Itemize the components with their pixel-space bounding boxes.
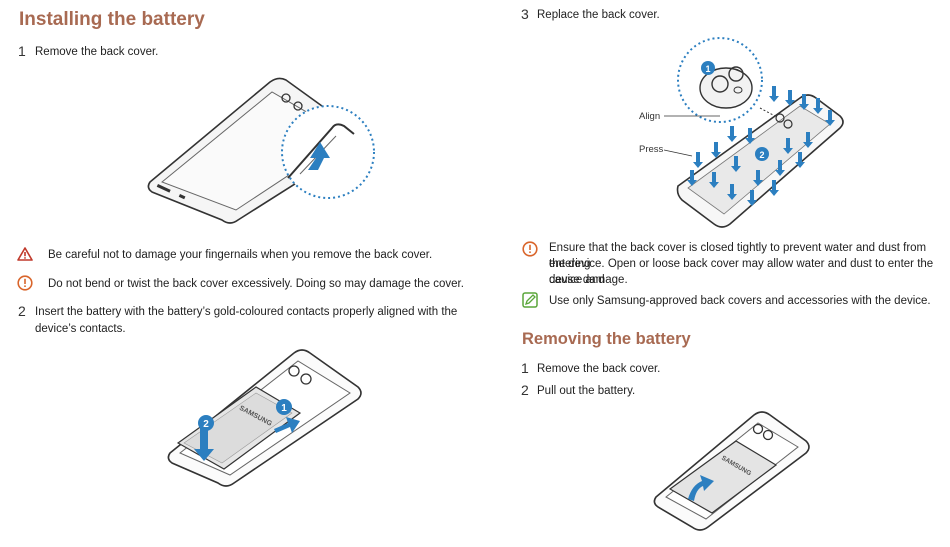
pull-arrow-icon [688, 475, 714, 501]
step-2-text-line1: Insert the battery with the battery’s go… [35, 306, 458, 318]
step-2-number: 2 [18, 303, 26, 319]
step-2-text-line2: device’s contacts. [35, 323, 126, 335]
remove-step-1-number: 1 [521, 360, 529, 376]
step-1-text: Remove the back cover. [35, 46, 159, 58]
warning-triangle-icon [17, 247, 33, 261]
caution-circle-icon [522, 241, 538, 257]
press-label: Press [639, 144, 664, 155]
align-label: Align [639, 111, 661, 122]
section-title-removing: Removing the battery [522, 330, 691, 348]
tip-pencil-icon [522, 292, 538, 308]
warning-note: Be careful not to damage your fingernail… [48, 249, 433, 261]
remove-step-1-text: Remove the back cover. [537, 363, 661, 375]
remove-cover-illustration [147, 77, 375, 224]
contact-arrow-icon [274, 417, 300, 433]
replace-cover-illustration: 1 2 [663, 37, 844, 228]
replace-callout-2-text: 2 [759, 150, 764, 160]
replace-callout-1-text: 1 [705, 64, 710, 74]
pull-battery-illustration: SAMSUNG [653, 411, 810, 531]
remove-step-2-text: Pull out the battery. [537, 385, 636, 397]
insert-battery-illustration: SAMSUNG 1 2 [167, 349, 362, 487]
caution-note: Do not bend or twist the back cover exce… [48, 278, 464, 290]
cover-caution-line3: cause damage. [549, 274, 628, 286]
press-arrows [687, 86, 835, 206]
callout-circle-2 [198, 415, 214, 431]
callout-2-text: 2 [203, 419, 209, 430]
remove-step-2-number: 2 [521, 382, 529, 398]
caution-circle-icon [17, 275, 33, 291]
lift-arrow-icon [308, 142, 330, 170]
section-title-installing: Installing the battery [19, 9, 205, 30]
cover-caution-line2: the device. Open or loose back cover may… [549, 258, 934, 286]
callout-circle-1 [276, 399, 292, 415]
step-3-text: Replace the back cover. [537, 9, 660, 21]
cover-caution-line1: Ensure that the back cover is closed tig… [549, 242, 927, 270]
step-1-number: 1 [18, 43, 26, 59]
insert-arrow-icon [194, 427, 214, 461]
replace-callout-circle-1 [701, 61, 715, 75]
tip-note: Use only Samsung-approved back covers an… [549, 295, 931, 307]
replace-callout-circle-2 [755, 147, 769, 161]
step-3-number: 3 [521, 6, 529, 22]
callout-1-text: 1 [281, 403, 287, 414]
